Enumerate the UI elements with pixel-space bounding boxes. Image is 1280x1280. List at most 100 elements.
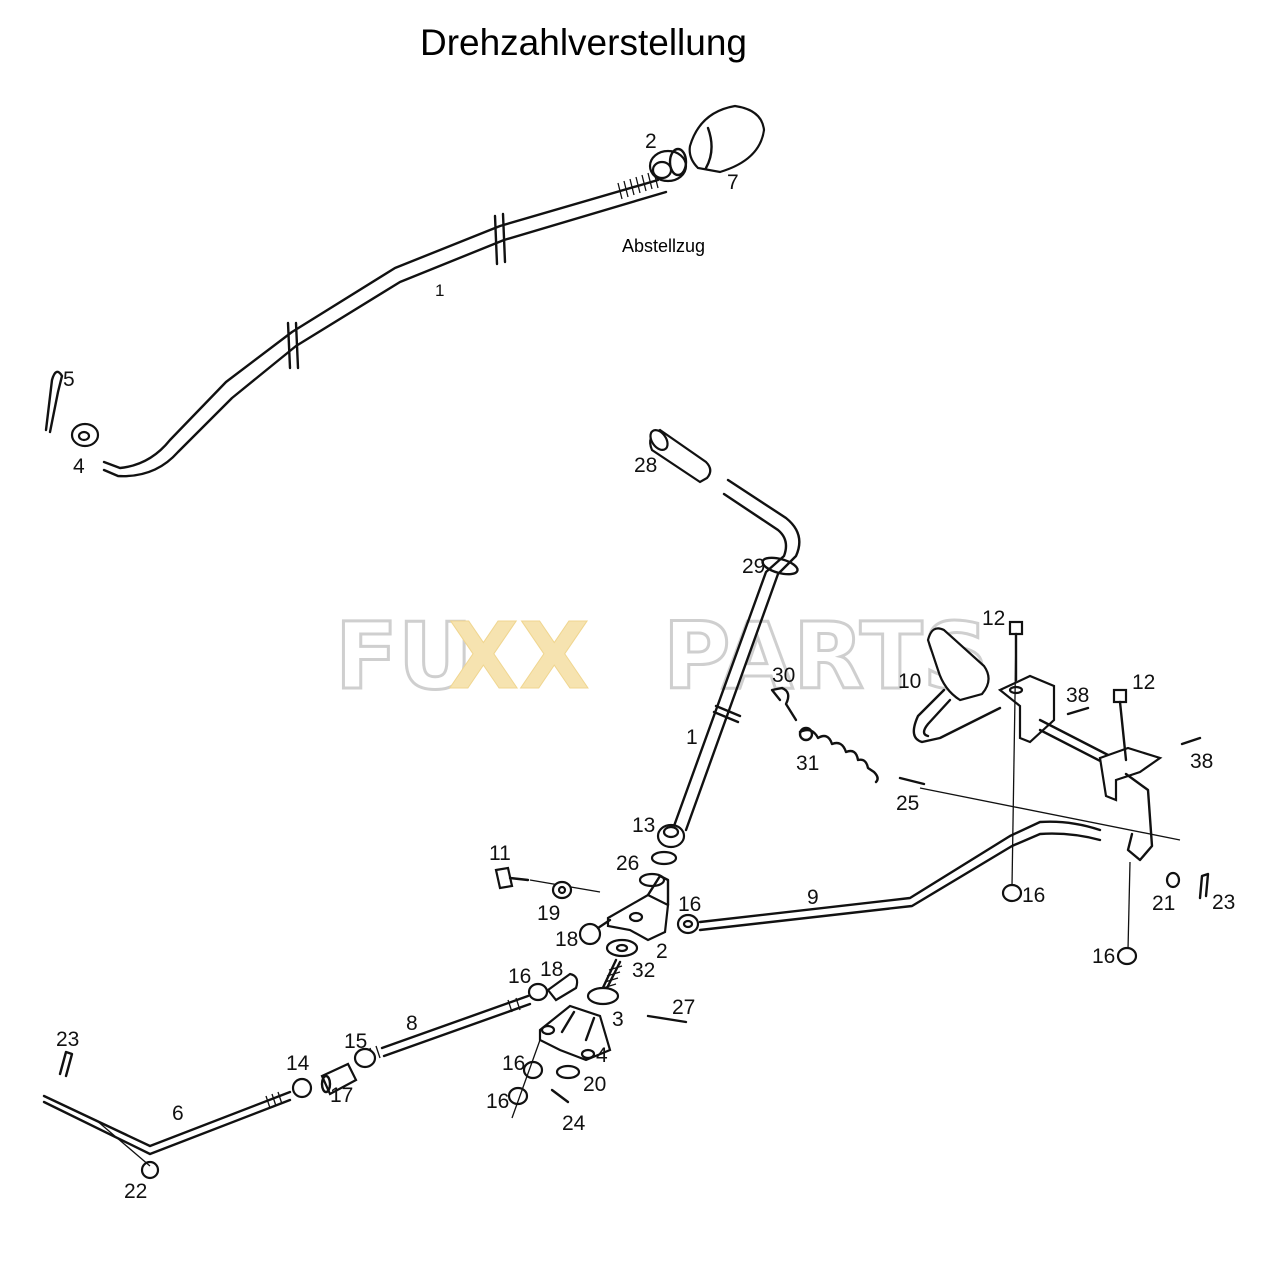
washer-26a [650,850,678,866]
watermark-prefix: FU [335,603,473,710]
label-19: 19 [537,902,560,925]
rod-6 [42,1090,292,1156]
label-16e: 16 [1022,884,1045,907]
spring-3 [586,958,623,1006]
nut-16-right-upper [1001,883,1023,903]
label-11: 11 [489,842,511,865]
bolt-24 [550,1088,570,1104]
label-22: 22 [124,1180,147,1203]
guide-line [1011,633,1017,887]
label-28: 28 [634,454,657,477]
nut-15 [353,1047,377,1069]
rod-8 [380,994,532,1058]
diagram-subtitle: Abstellzug [622,236,706,256]
base-bracket-4 [538,1004,612,1062]
label-4: 4 [596,1044,608,1067]
pin-25 [898,776,926,786]
label-31: 31 [796,752,819,775]
watermark-logo: FU XX PARTS [334,602,991,712]
label-26: 26 [616,852,639,875]
label-18b: 18 [540,958,563,981]
label-16c: 16 [502,1052,525,1075]
label-16a: 16 [678,893,701,916]
break-mark [294,321,300,370]
label-15: 15 [344,1030,367,1053]
stop-cable-rod-upper [102,178,660,470]
washer-32 [605,938,639,958]
label-12a: 12 [982,607,1005,630]
label-16d: 16 [486,1090,509,1113]
label-6: 6 [172,1102,184,1125]
part-labels: 2 7 1 5 4 28 29 30 31 1 13 26 25 10 12 1… [56,130,1235,1203]
nut-13 [656,823,686,849]
break-mark [712,710,740,724]
label-16f: 16 [1092,945,1115,968]
break-mark [714,704,742,718]
plate-2 [606,874,670,942]
label-1-top: 1 [435,281,444,300]
label-30: 30 [772,664,795,687]
washer-21 [1165,871,1181,889]
guide-line [919,787,1181,841]
washer-22 [140,1160,160,1180]
label-38b: 38 [1190,750,1213,773]
rod-6-thread [265,1091,283,1109]
label-13: 13 [632,814,655,837]
bolt-11 [494,866,601,893]
label-14: 14 [286,1052,310,1075]
washer-19 [551,880,573,900]
nut-2 [648,147,688,183]
pin-38b [1180,736,1202,746]
watermark-xx: XX [448,603,590,710]
hook-30 [770,686,798,722]
lever-rod-outer [684,478,801,832]
label-32: 32 [632,959,655,982]
bracket-lower [1098,688,1163,802]
label-25: 25 [896,792,919,815]
knob-7 [688,104,766,174]
coupler-17 [320,1062,358,1096]
ring-29 [761,556,799,576]
nut-16d [507,1086,529,1106]
label-24: 24 [562,1112,586,1135]
label-8: 8 [406,1012,418,1035]
pin-27 [646,1014,688,1024]
washer-20 [555,1064,581,1080]
break-mark [501,212,507,264]
label-3: 3 [612,1008,624,1031]
label-16b: 16 [508,965,531,988]
break-mark [493,214,499,266]
label-18a: 18 [555,928,578,951]
rod-9-upper [698,820,1102,924]
label-17: 17 [330,1084,353,1107]
thread-end [617,171,659,200]
guide-line [511,1039,541,1119]
label-20: 20 [583,1073,606,1096]
split-pin-5 [44,370,64,434]
split-pin-23a [58,1050,74,1078]
label-29: 29 [742,555,765,578]
guide-line [95,1119,151,1167]
lever-rod-inner [672,492,788,828]
spring-31 [798,726,879,784]
pedal-arm [1124,772,1154,862]
label-10: 10 [898,670,921,693]
label-38a: 38 [1066,684,1089,707]
nut-16a [676,913,700,935]
break-mark [286,321,292,370]
washer-4 [70,422,100,448]
label-2: 2 [656,940,668,963]
label-12b: 12 [1132,671,1155,694]
label-21: 21 [1152,892,1175,915]
label-23a: 23 [56,1028,79,1051]
nut-14 [291,1077,313,1099]
guide-line [1127,861,1131,951]
nut-16-right-lower [1116,946,1138,966]
abstellzug-assembly [44,104,766,478]
pedal-shaft [1038,718,1112,768]
label-9: 9 [807,886,819,909]
speed-lever-assembly [42,428,1210,1180]
label-23b: 23 [1212,891,1235,914]
label-27: 27 [672,996,695,1019]
